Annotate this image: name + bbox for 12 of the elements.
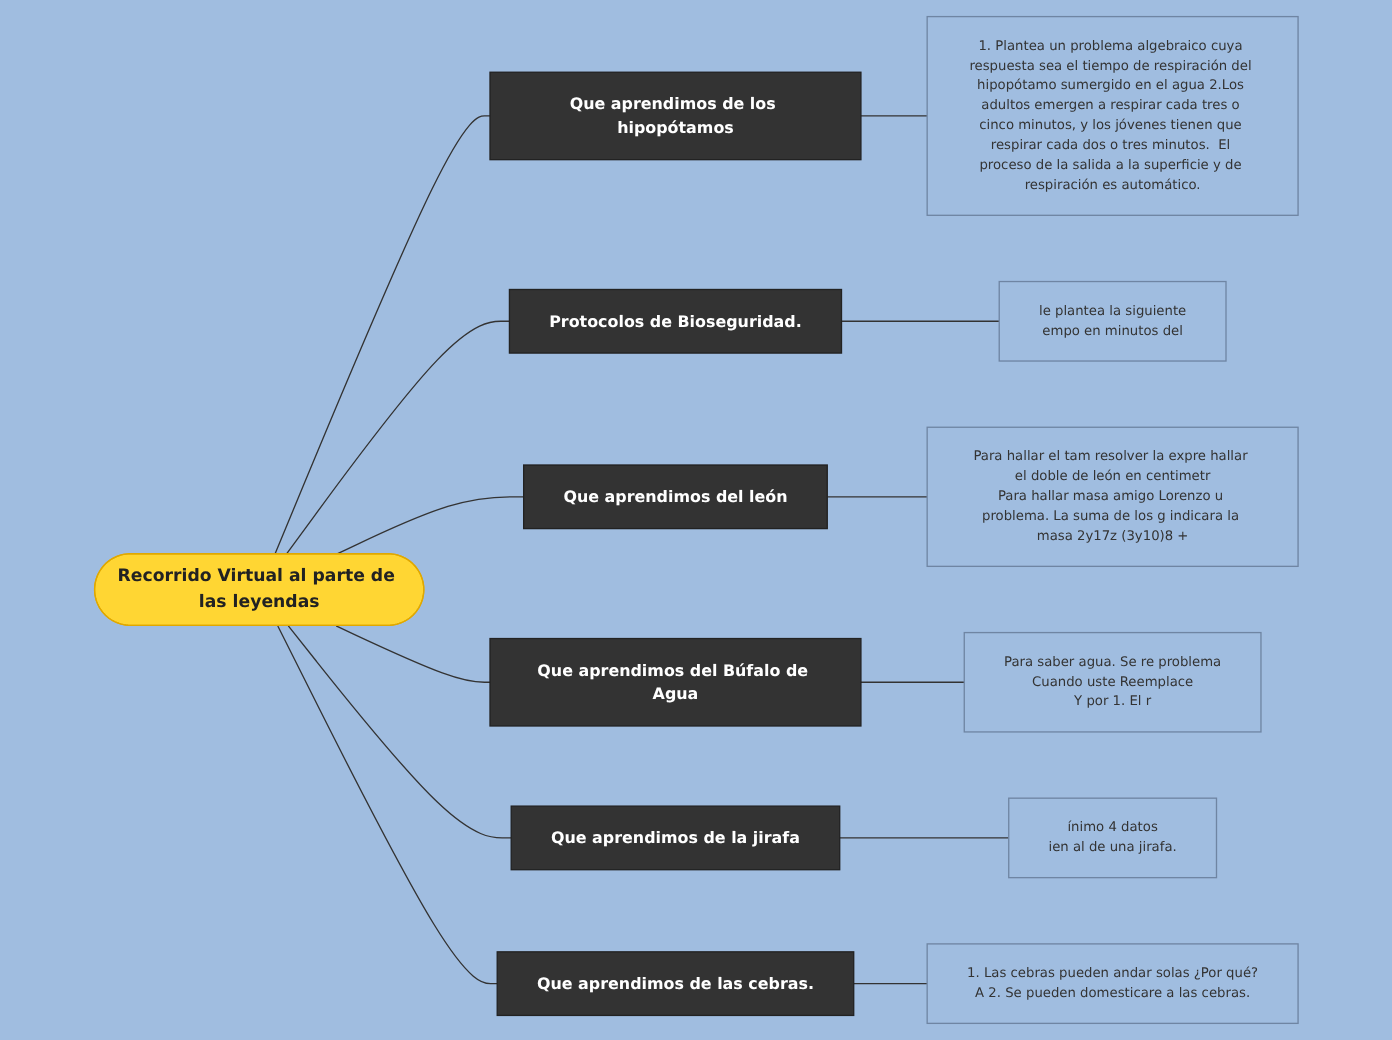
- connector: [287, 625, 512, 839]
- connector: [285, 320, 510, 556]
- connector: [335, 625, 491, 683]
- connector: [826, 496, 928, 498]
- connector: [852, 982, 928, 985]
- connector: [840, 320, 1000, 322]
- connector: [838, 837, 1010, 839]
- connector: [276, 625, 498, 985]
- connector: [335, 496, 524, 556]
- connector: [273, 115, 491, 556]
- connector: [859, 681, 965, 683]
- connector: [859, 115, 928, 117]
